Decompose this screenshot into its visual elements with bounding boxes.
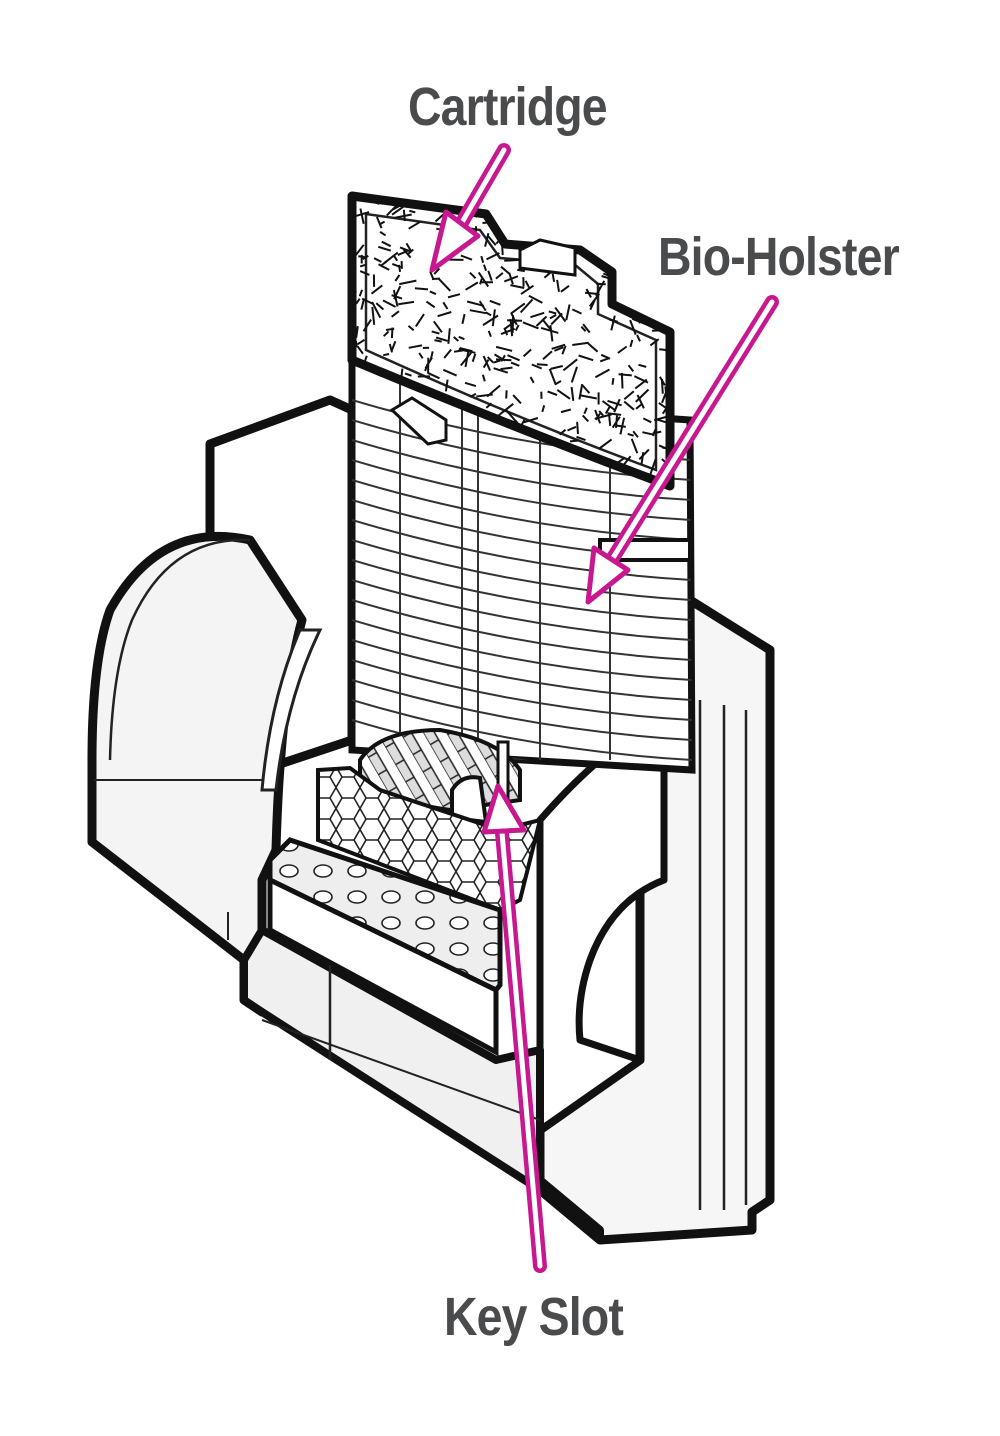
label-bio-holster: Bio-Holster (658, 226, 899, 288)
label-key-slot: Key Slot (444, 1286, 623, 1348)
label-cartridge: Cartridge (408, 76, 607, 138)
cartridge-handle (520, 240, 575, 275)
